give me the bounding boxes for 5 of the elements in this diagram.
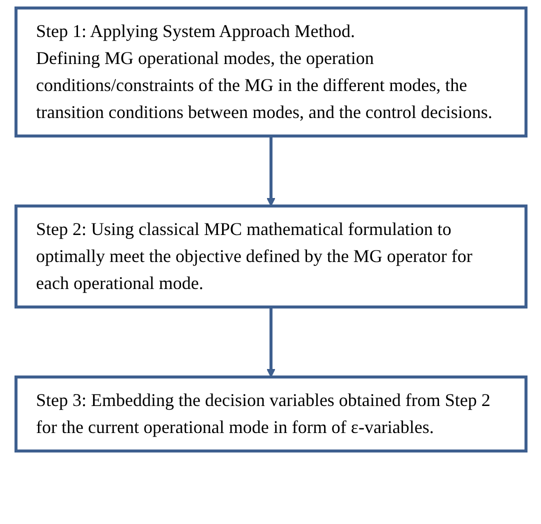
node-box: Step 2: Using classical MPC mathematical formulation to optimally meet the objective defined by the MG operator for each operational mode. bbox=[14, 204, 527, 308]
arrow bbox=[266, 136, 275, 206]
node-box: Step 3: Embedding the decision variables obtained from Step 2 for the current operational mode in form of ε-variables. bbox=[14, 376, 527, 452]
arrow bbox=[266, 307, 275, 378]
node-box: Step 1: Applying System Approach Method. Defining MG operational modes, the operation conditions/constraints of the MG in the different modes, the transition conditions between modes, and the control decisions. bbox=[14, 6, 527, 138]
